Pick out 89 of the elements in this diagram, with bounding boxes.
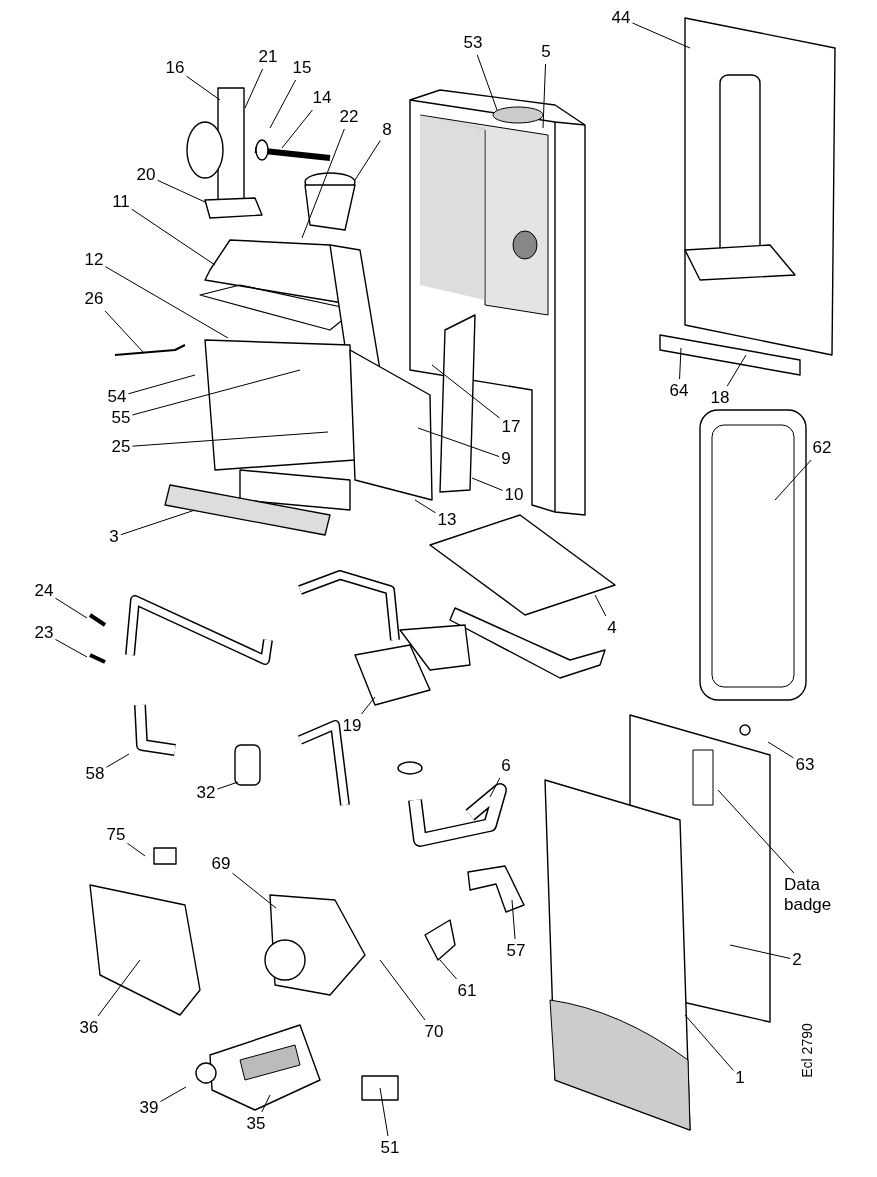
callout-number: 55 bbox=[111, 408, 131, 428]
callout-number: 20 bbox=[136, 165, 156, 185]
leader-line bbox=[156, 179, 206, 203]
callout-number: 2 bbox=[792, 950, 802, 970]
leader-line bbox=[185, 75, 221, 101]
callout-number: 64 bbox=[669, 381, 689, 401]
leader-line bbox=[717, 789, 795, 874]
leader-line bbox=[54, 638, 88, 658]
leader-line bbox=[471, 477, 504, 491]
callout-number: 26 bbox=[84, 289, 104, 309]
leader-line bbox=[729, 944, 791, 959]
callout-number: 12 bbox=[84, 250, 104, 270]
callout-number: 25 bbox=[111, 437, 131, 457]
callout-number: 1 bbox=[735, 1068, 745, 1088]
callout-number: 70 bbox=[424, 1022, 444, 1042]
leader-line bbox=[684, 1014, 734, 1071]
callout-number: 13 bbox=[437, 510, 457, 530]
leader-line bbox=[726, 354, 747, 387]
leader-line bbox=[105, 753, 130, 768]
callout-number: 10 bbox=[504, 485, 524, 505]
leader-line bbox=[476, 54, 498, 111]
callout-number: 51 bbox=[380, 1138, 400, 1158]
callout-number: 14 bbox=[312, 88, 332, 108]
leader-line bbox=[104, 266, 229, 339]
leader-line bbox=[54, 597, 88, 619]
leader-line bbox=[774, 459, 812, 501]
callout-number: 23 bbox=[34, 623, 54, 643]
leader-line bbox=[767, 741, 795, 759]
callout-number: 15 bbox=[292, 58, 312, 78]
leader-line bbox=[301, 128, 345, 239]
callout-number: 62 bbox=[812, 438, 832, 458]
leader-line bbox=[354, 140, 381, 181]
callout-number: 17 bbox=[501, 417, 521, 437]
leader-line bbox=[281, 109, 313, 149]
callout-number: 58 bbox=[85, 764, 105, 784]
leader-line bbox=[489, 777, 501, 798]
leader-line bbox=[379, 1087, 389, 1137]
callout-number: 57 bbox=[506, 941, 526, 961]
leader-line bbox=[216, 781, 239, 790]
leader-line bbox=[511, 899, 516, 940]
leader-line bbox=[104, 310, 144, 353]
callout-number: 21 bbox=[258, 47, 278, 67]
leader-line bbox=[414, 499, 437, 514]
leader-line bbox=[361, 696, 376, 715]
callout-number: 9 bbox=[501, 449, 511, 469]
leader-line bbox=[631, 22, 691, 49]
leader-line bbox=[261, 1094, 271, 1113]
callout-number: 75 bbox=[106, 825, 126, 845]
leader-line bbox=[542, 63, 547, 129]
callout-number: 18 bbox=[710, 388, 730, 408]
leader-line bbox=[431, 364, 501, 419]
leader-line bbox=[417, 427, 500, 458]
callout-number: 53 bbox=[463, 33, 483, 53]
leader-line bbox=[269, 79, 297, 129]
leader-line bbox=[379, 959, 426, 1021]
callout-number: 35 bbox=[246, 1114, 266, 1134]
leader-line bbox=[594, 594, 607, 617]
leader-line bbox=[120, 509, 196, 536]
leader-line bbox=[97, 959, 141, 1017]
callout-number: 6 bbox=[501, 756, 511, 776]
leader-line bbox=[231, 872, 277, 909]
leader-line bbox=[679, 347, 682, 380]
callout-number: 8 bbox=[382, 120, 392, 140]
callout-number: 11 bbox=[112, 192, 130, 212]
callout-number: 63 bbox=[795, 755, 815, 775]
callout-number: 54 bbox=[107, 387, 127, 407]
callout-number: 24 bbox=[34, 581, 54, 601]
drawing-reference: Ecl 2790 bbox=[797, 1023, 816, 1078]
callout-number: 19 bbox=[342, 716, 362, 736]
callout-number: 69 bbox=[211, 854, 231, 874]
callout-number: 36 bbox=[79, 1018, 99, 1038]
callout-number: 39 bbox=[139, 1098, 159, 1118]
callout-number: 3 bbox=[109, 527, 119, 547]
callout-number: 16 bbox=[165, 58, 185, 78]
callout-number: 44 bbox=[611, 8, 631, 28]
callout-number: 32 bbox=[196, 783, 216, 803]
leader-line bbox=[131, 431, 329, 447]
leader-line bbox=[131, 208, 216, 266]
callout-number: 61 bbox=[457, 981, 477, 1001]
leader-line bbox=[131, 369, 301, 416]
leader-line bbox=[244, 68, 264, 109]
leader-line bbox=[127, 374, 196, 395]
leader-line bbox=[159, 1086, 187, 1102]
callout-number: 5 bbox=[541, 42, 551, 62]
callout-number: 4 bbox=[607, 618, 617, 638]
leader-line bbox=[439, 959, 458, 980]
callout-number: Data badge bbox=[784, 875, 844, 915]
callout-number: 22 bbox=[339, 107, 359, 127]
leader-line bbox=[126, 842, 146, 857]
